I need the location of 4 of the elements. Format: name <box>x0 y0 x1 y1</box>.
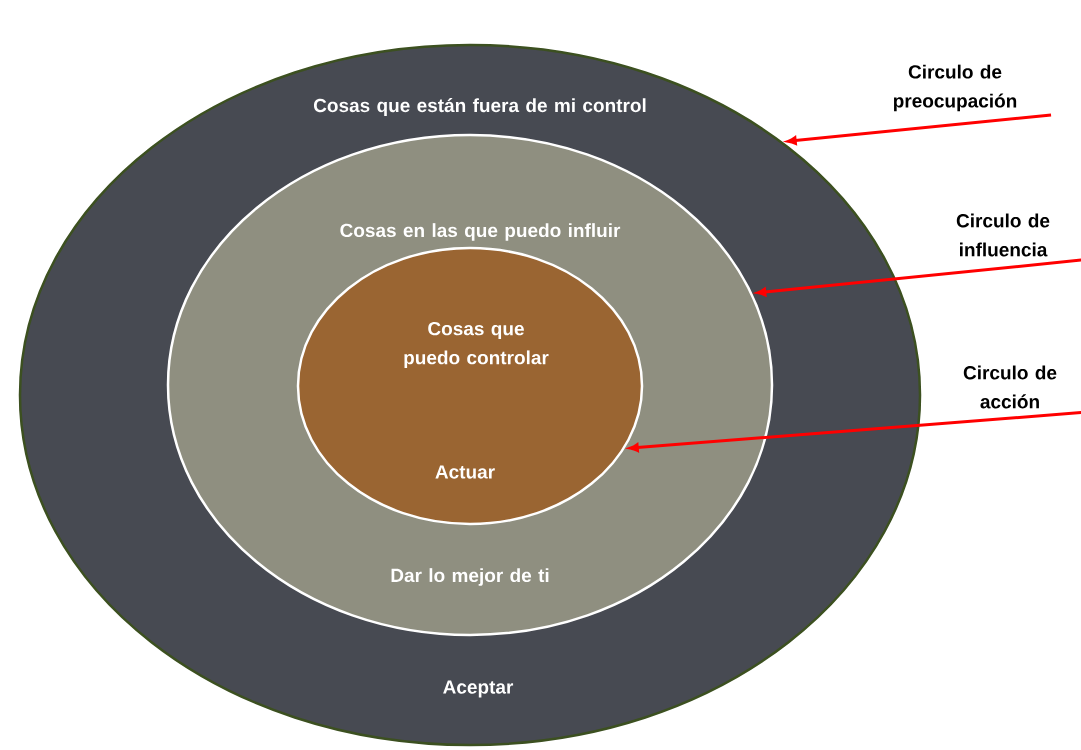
circle-label: Circulo de acción <box>963 365 1057 409</box>
ellipse-region: Cosas que puedo controlar Actuar <box>296 246 644 526</box>
circle-label: Circulo de influencia <box>956 213 1050 257</box>
arrow <box>786 113 1052 145</box>
